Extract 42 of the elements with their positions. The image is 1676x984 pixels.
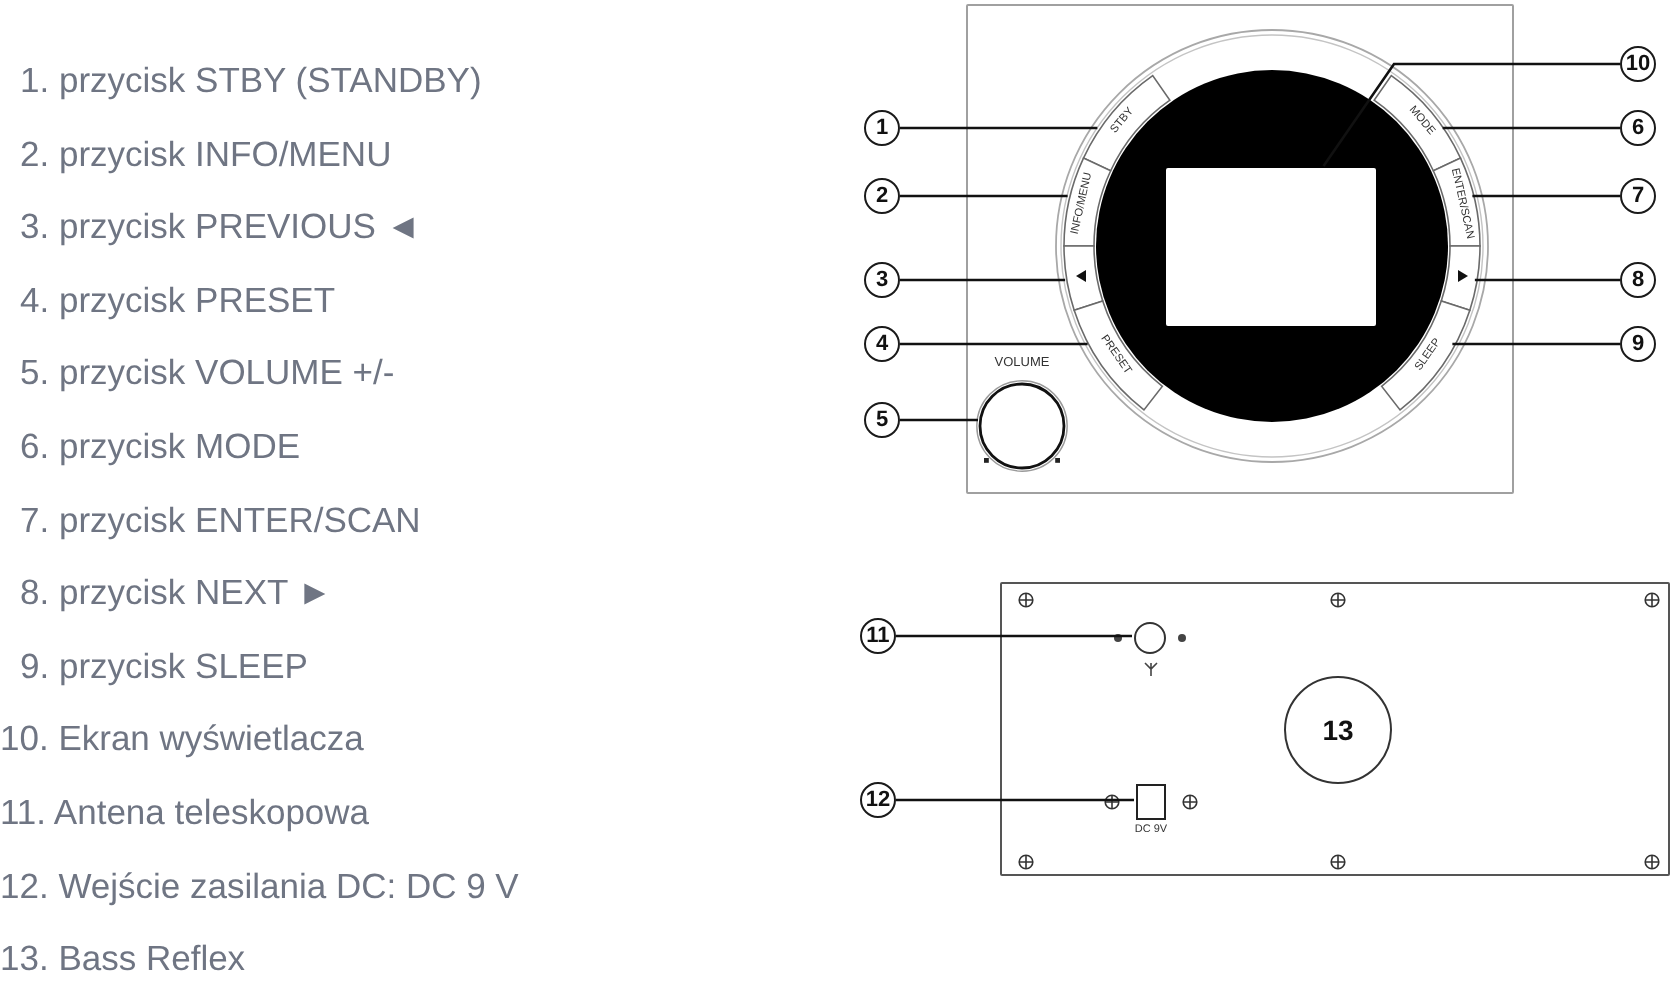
list-item: 9. przycisk SLEEP [20,643,308,688]
callout-number: 12 [860,782,896,818]
list-item: 13. Bass Reflex [0,936,246,981]
list-item: 1. przycisk STBY (STANDBY) [20,58,482,102]
leader-line [1442,126,1620,130]
callout-number: 9 [1620,326,1656,362]
callout-number: 4 [864,326,900,362]
leader-line [900,342,1088,346]
list-item: 4. przycisk PRESET [20,277,336,322]
leader-line [900,194,1068,198]
callout-number: 6 [1620,110,1656,146]
callout-number: 10 [1620,46,1656,82]
callout-number: 11 [860,618,896,654]
display-screen [1166,168,1376,326]
leader-line [900,278,1066,282]
list-item: 3. przycisk PREVIOUS ◄ [20,204,421,249]
list-item: 10. Ekran wyświetlacza [0,716,364,761]
callout-number: 3 [864,262,900,298]
leader-line [1472,194,1620,198]
leader-line [896,634,1132,638]
callout-number: 8 [1620,262,1656,298]
leader-line [1452,342,1620,346]
port-circle: 13 [1284,676,1392,784]
callout-number: 7 [1620,178,1656,214]
list-item: 7. przycisk ENTER/SCAN [20,497,421,542]
rear-panel [1000,582,1670,876]
leader-line [900,126,1098,130]
leader-line [900,418,978,422]
leader-line [896,798,1134,802]
list-item: 2. przycisk INFO/MENU [20,131,392,176]
antenna-jack [1134,622,1166,654]
list-item: 12. Wejście zasilania DC: DC 9 V [0,863,519,908]
callout-number: 2 [864,178,900,214]
leader-line [1322,62,1620,167]
callout-number: 1 [864,110,900,146]
list-item: 6. przycisk MODE [20,424,301,468]
leader-line [1474,278,1620,282]
list-item: 11. Antena teleskopowa [0,790,370,834]
front-panel [966,4,1514,494]
callout-number: 5 [864,402,900,438]
list-item: 8. przycisk NEXT ► [20,570,333,615]
list-item: 5. przycisk VOLUME +/- [20,350,395,395]
